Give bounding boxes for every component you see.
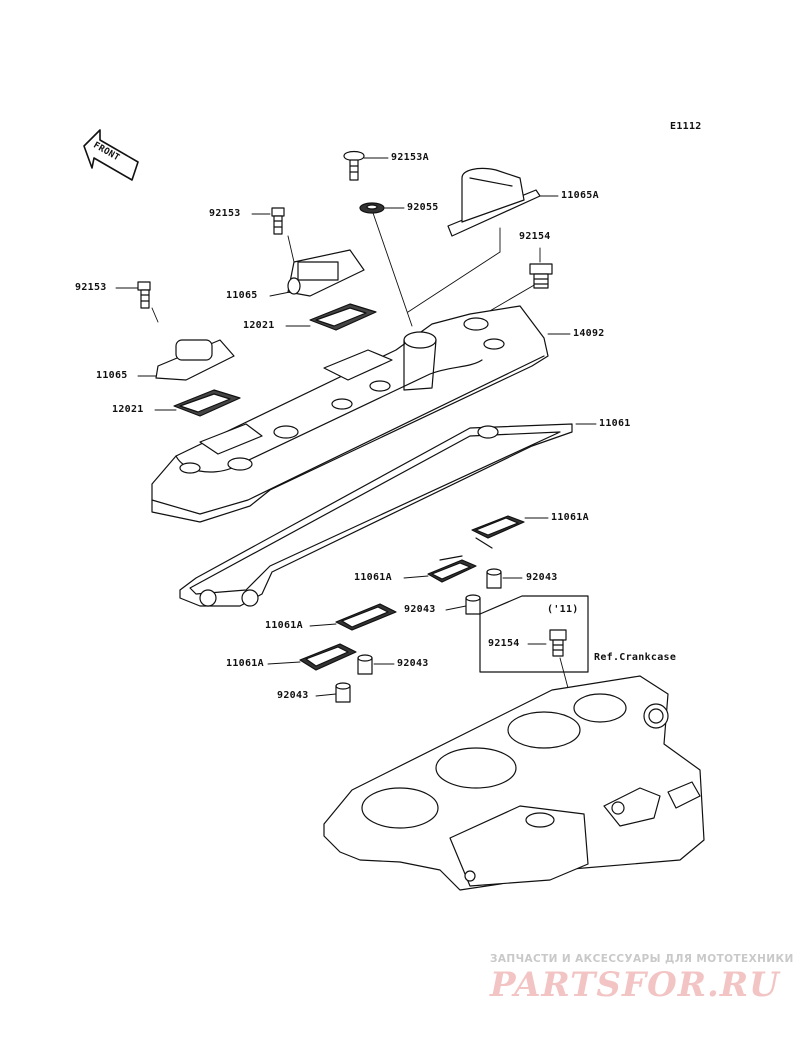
head-cover-14092 [151,305,549,523]
part-label-11065-lower: 11065 [96,370,128,381]
diagram-id-code: E1112 [670,121,702,132]
part-label-92043-2: 92043 [404,604,436,615]
bolt-92153-left [137,281,151,309]
reference-note: Ref.Crankcase [594,652,677,663]
year-note: ('11) [547,604,579,615]
plug-92154-upper [529,263,553,289]
part-label-92153A: 92153A [391,152,429,163]
part-label-11061: 11061 [599,418,631,429]
cover-11065A [447,167,541,237]
part-label-92043-3: 92043 [397,658,429,669]
dowel-92043-1 [486,568,502,589]
bolt-92153-upper [271,207,285,235]
part-label-11065A: 11065A [561,190,599,201]
part-label-12021-upper: 12021 [243,320,275,331]
gasket-11061A-3 [335,603,397,631]
gasket-11061A-4 [299,643,357,671]
part-label-11061A-1: 11061A [551,512,589,523]
dowel-92043-3 [357,654,373,675]
part-label-92154-upper: 92154 [519,231,551,242]
gasket-12021-lower [173,389,241,417]
gasket-11061A-2 [427,555,477,583]
plug-92154-lower [549,629,567,657]
breather-11065-upper [287,249,365,297]
dowel-92043-2 [465,594,481,615]
crankcase-reference [323,675,705,891]
front-arrow-icon [83,129,139,181]
part-label-92154-lower: 92154 [488,638,520,649]
dowel-92043-4 [335,682,351,703]
part-label-92043-1: 92043 [526,572,558,583]
part-label-12021-lower: 12021 [112,404,144,415]
gasket-11061A-1 [471,515,525,549]
part-label-14092: 14092 [573,328,605,339]
bolt-92153A [343,150,365,181]
part-label-11061A-4: 11061A [226,658,264,669]
part-label-92153-upper: 92153 [209,208,241,219]
part-label-92043-4: 92043 [277,690,309,701]
gasket-12021-upper [309,303,377,331]
part-label-92153-left: 92153 [75,282,107,293]
gasket-11061 [179,423,573,607]
year-callout-box [479,595,589,673]
washer-92055 [359,202,385,214]
part-label-11065-upper: 11065 [226,290,258,301]
watermark-subtitle: ЗАПЧАСТИ И АКСЕССУАРЫ ДЛЯ МОТОТЕХНИКИ [490,953,794,965]
watermark-brand-logo: PARTSFOR.RU [490,965,780,1005]
part-label-11061A-3: 11061A [265,620,303,631]
part-label-11061A-2: 11061A [354,572,392,583]
part-label-92055: 92055 [407,202,439,213]
breather-11065-lower [155,339,235,381]
